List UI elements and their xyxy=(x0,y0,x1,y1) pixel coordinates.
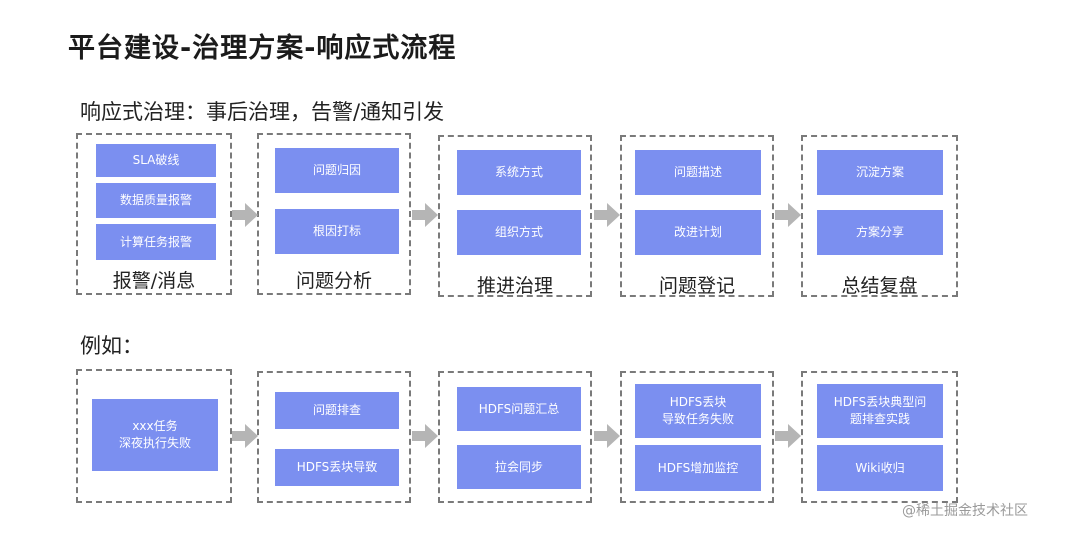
stage-label: 推进治理 xyxy=(476,275,553,297)
process-box: 根因打标 xyxy=(275,209,399,254)
example-box: Wiki收归 xyxy=(817,445,943,491)
process-box: 数据质量报警 xyxy=(96,183,216,218)
example-box: HDFS丢块导致 xyxy=(275,449,399,486)
process-box: 组织方式 xyxy=(457,210,581,255)
arrow-right-icon xyxy=(412,203,438,227)
arrow-right-icon xyxy=(775,203,801,227)
example-box: 拉会同步 xyxy=(457,445,581,489)
stage-analysis: 问题归因 根因打标 问题分析 xyxy=(257,133,411,295)
example-box: xxx任务 深夜执行失败 xyxy=(92,399,218,471)
stage-register: 问题描述 改进计划 问题登记 xyxy=(620,135,774,297)
stage-label: 问题登记 xyxy=(658,275,735,297)
example-box: HDFS增加监控 xyxy=(635,445,761,491)
example-stage-register: HDFS丢块 导致任务失败 HDFS增加监控 xyxy=(620,371,774,503)
page-title: 平台建设-治理方案-响应式流程 xyxy=(68,33,457,64)
stage-label: 问题分析 xyxy=(295,270,372,292)
process-box: SLA破线 xyxy=(96,144,216,177)
process-box: 方案分享 xyxy=(817,210,943,255)
arrow-right-icon xyxy=(594,203,620,227)
arrow-right-icon xyxy=(232,203,258,227)
process-box: 系统方式 xyxy=(457,150,581,195)
stage-review: 沉淀方案 方案分享 总结复盘 xyxy=(801,135,958,297)
example-box: HDFS问题汇总 xyxy=(457,387,581,431)
arrow-right-icon xyxy=(594,424,620,448)
example-label: 例如： xyxy=(80,334,143,358)
stage-alert: SLA破线 数据质量报警 计算任务报警 报警/消息 xyxy=(76,133,232,295)
arrow-right-icon xyxy=(775,424,801,448)
watermark: @稀土掘金技术社区 xyxy=(902,503,1028,519)
example-box: HDFS丢块典型问 题排查实践 xyxy=(817,384,943,438)
example-box: 问题排查 xyxy=(275,392,399,429)
process-box: 问题归因 xyxy=(275,148,399,193)
process-box: 问题描述 xyxy=(635,150,761,195)
example-stage-analysis: 问题排查 HDFS丢块导致 xyxy=(257,371,411,503)
arrow-right-icon xyxy=(232,424,258,448)
example-stage-governance: HDFS问题汇总 拉会同步 xyxy=(438,371,592,503)
process-box: 改进计划 xyxy=(635,210,761,255)
example-box: HDFS丢块 导致任务失败 xyxy=(635,384,761,438)
section-subtitle: 响应式治理：事后治理，告警/通知引发 xyxy=(80,100,445,124)
stage-label: 报警/消息 xyxy=(112,270,196,292)
stage-governance: 系统方式 组织方式 推进治理 xyxy=(438,135,592,297)
example-stage-review: HDFS丢块典型问 题排查实践 Wiki收归 xyxy=(801,371,958,503)
arrow-right-icon xyxy=(412,424,438,448)
example-stage-task: xxx任务 深夜执行失败 xyxy=(76,369,232,503)
process-box: 沉淀方案 xyxy=(817,150,943,195)
stage-label: 总结复盘 xyxy=(841,275,918,297)
process-box: 计算任务报警 xyxy=(96,224,216,260)
